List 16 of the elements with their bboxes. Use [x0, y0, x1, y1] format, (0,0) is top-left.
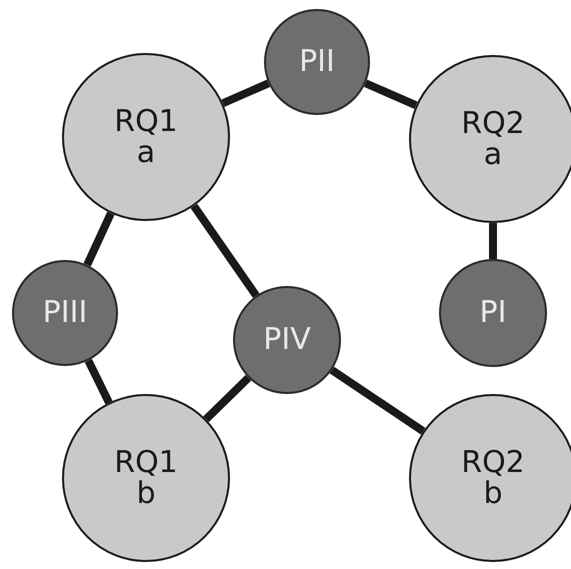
connector-line — [203, 374, 252, 422]
connector-line — [330, 366, 426, 435]
node-label: RQ2 b — [461, 446, 525, 510]
node-label: RQ2 a — [461, 108, 525, 170]
node-label: PII — [299, 46, 335, 78]
connector-line — [489, 223, 497, 259]
node-label: PIV — [263, 324, 311, 356]
connector-line — [84, 358, 113, 404]
connector-line — [364, 80, 418, 109]
node-label: RQ1 b — [114, 446, 178, 510]
connector-line — [190, 204, 260, 298]
node-label: PI — [480, 297, 506, 329]
connector-line — [84, 212, 115, 267]
node-label: PIII — [42, 297, 88, 329]
connector-line — [221, 80, 270, 107]
node-label: RQ1 a — [114, 106, 178, 168]
